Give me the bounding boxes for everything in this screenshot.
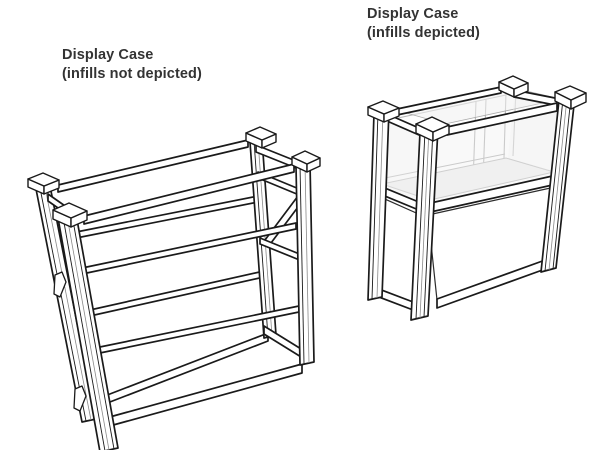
caption-left-line1: Display Case [62,47,154,63]
case-cap-back-left [367,100,400,123]
frame-post-front-left [57,213,119,450]
case-cap-front-right [554,85,587,110]
caption-left-line2: (infills not depicted) [62,66,202,82]
caption-right-line2: (infills depicted) [367,25,480,41]
case-cap-front-left [415,116,450,142]
caption-right-case: Display Case (infills depicted) [367,5,480,43]
frame-cap-front-right [291,150,321,173]
caption-right-line1: Display Case [367,6,459,22]
frame-cap-front-left [52,202,88,228]
caption-left-case: Display Case (infills not depicted) [62,46,202,84]
frame-left-clips [53,271,87,412]
frame-cap-back-right [245,126,277,149]
frame-cap-back-left [27,172,60,195]
case-top-rails [386,86,561,136]
display-case-frame-illustration [27,126,321,450]
display-case-infills-illustration [367,75,587,321]
case-cap-back-right [498,75,529,98]
frame-post-front-right [295,162,315,366]
